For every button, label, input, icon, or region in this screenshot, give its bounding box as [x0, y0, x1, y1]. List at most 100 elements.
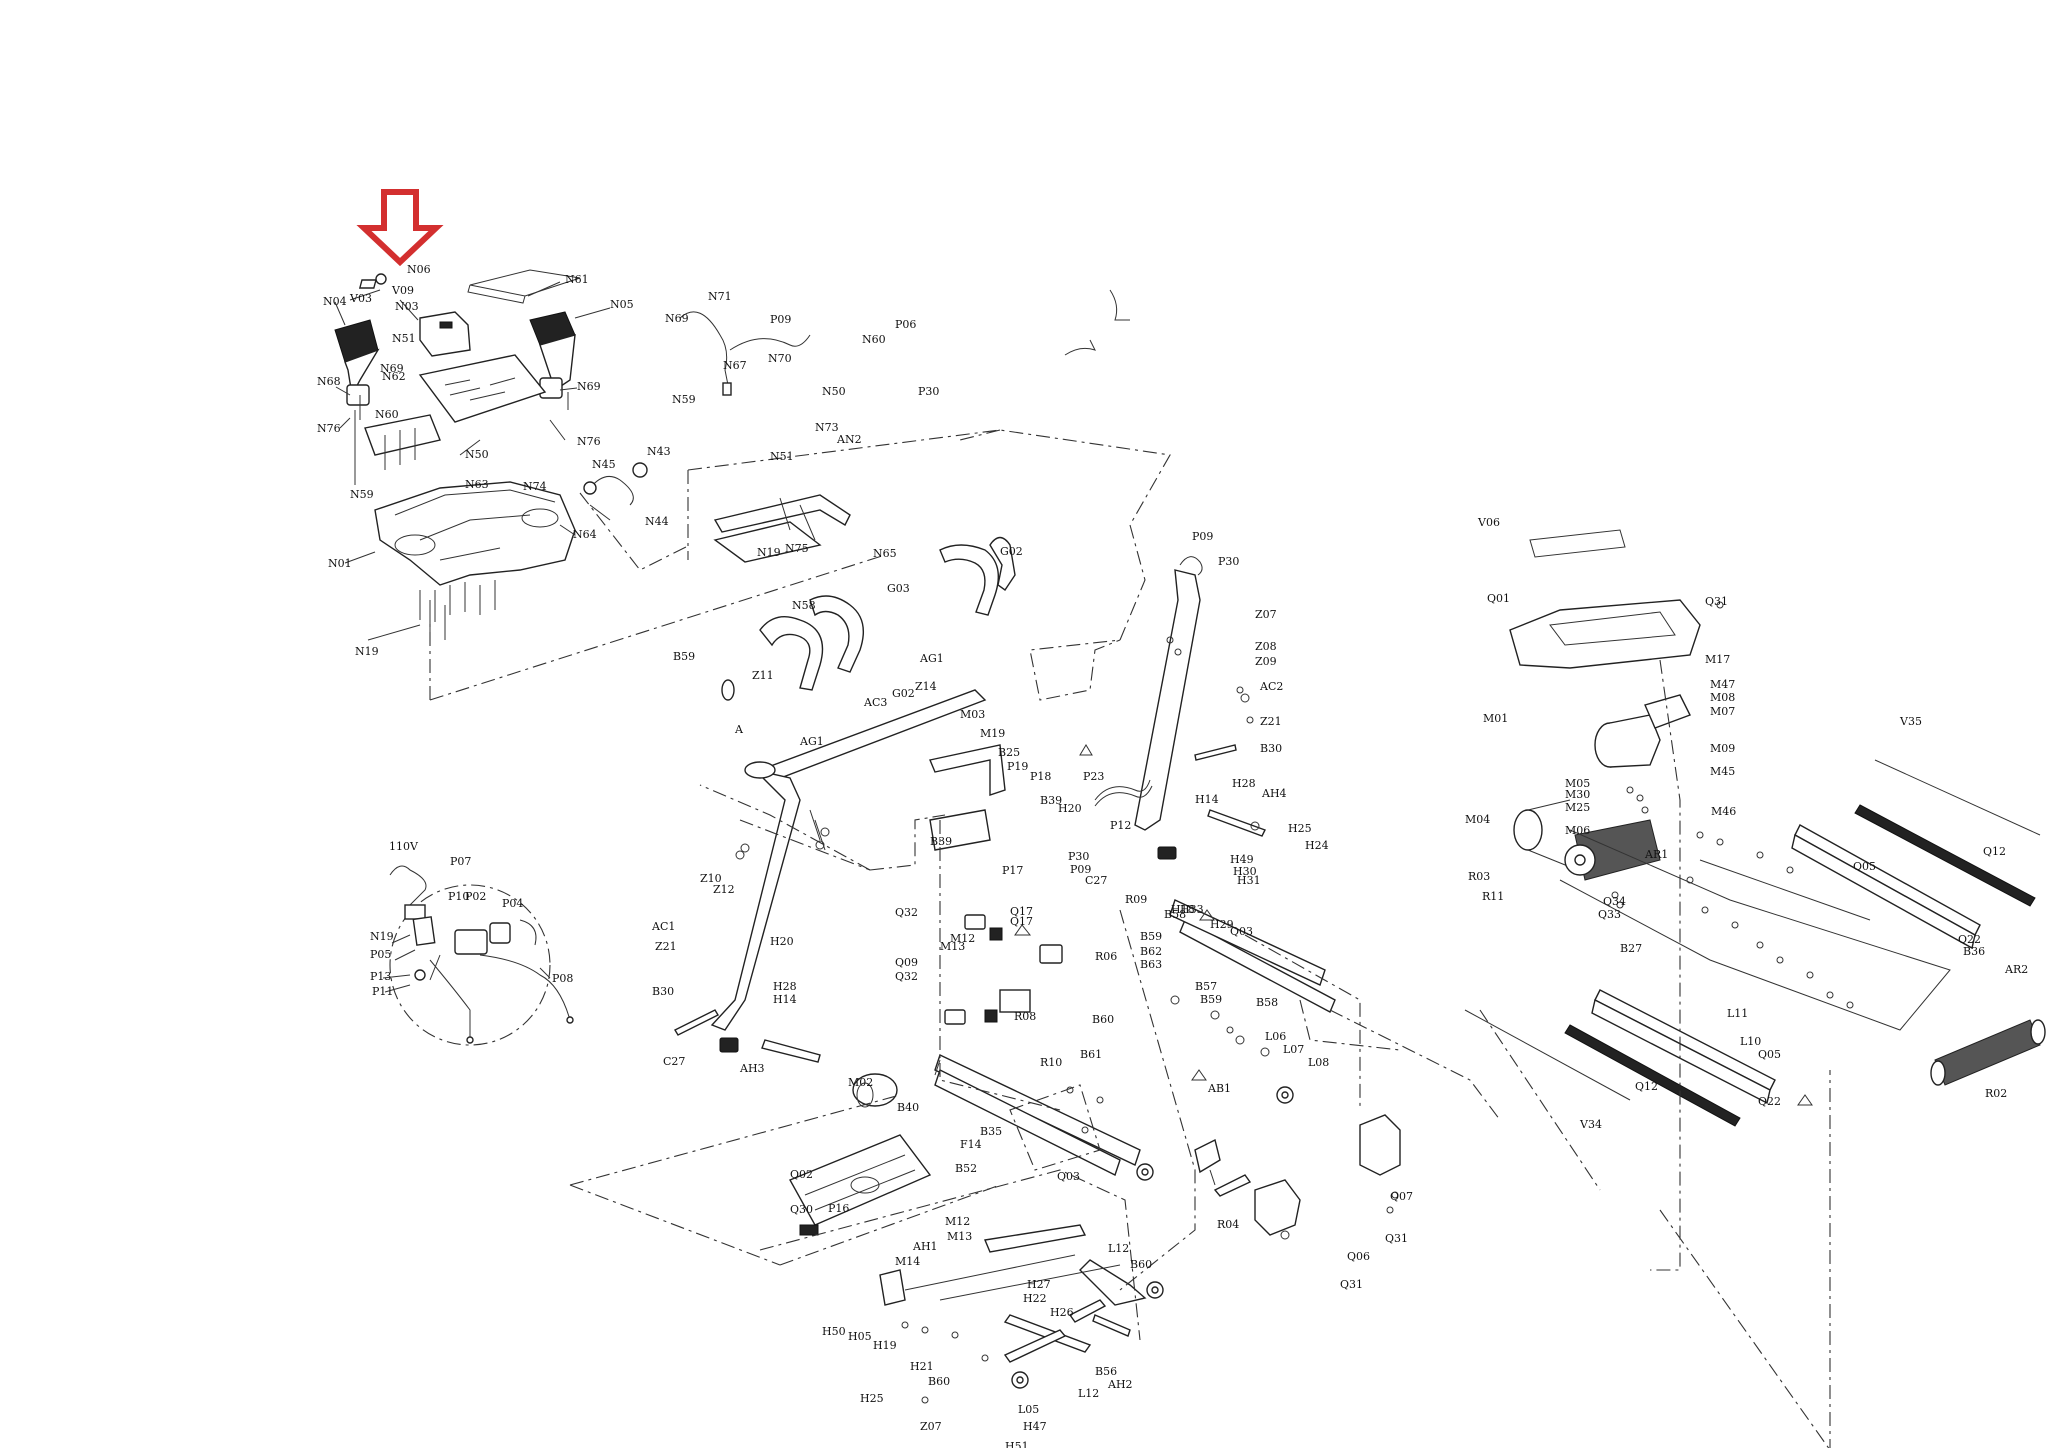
- part-label: B60: [928, 1375, 950, 1388]
- part-label: B60: [1130, 1258, 1152, 1271]
- part-label: H49: [1230, 853, 1254, 866]
- part-label: N04: [323, 295, 347, 308]
- part-label: V09: [391, 284, 414, 297]
- part-label: H25: [860, 1392, 884, 1405]
- part-label: Q22: [1758, 1095, 1781, 1108]
- part-label: H19: [873, 1339, 897, 1352]
- part-label: AC2: [1259, 680, 1283, 693]
- part-label: N74: [523, 480, 547, 493]
- part-label: M46: [1711, 805, 1736, 818]
- part-label: H21: [910, 1360, 934, 1373]
- part-label: B59: [1140, 930, 1162, 943]
- part-label: G02: [892, 687, 915, 700]
- part-label: P23: [1083, 770, 1104, 783]
- part-label: AR1: [1644, 848, 1668, 861]
- part-label: N43: [647, 445, 671, 458]
- part-label: AH2: [1107, 1378, 1133, 1391]
- part-label: Q22: [1958, 933, 1981, 946]
- part-label: N51: [770, 450, 794, 463]
- part-label: B57: [1195, 980, 1217, 993]
- part-label: H28: [773, 980, 797, 993]
- part-label: N60: [375, 408, 399, 421]
- part-label: P30: [1068, 850, 1089, 863]
- part-label: AH3: [739, 1062, 765, 1075]
- part-label: M03: [960, 708, 985, 721]
- motor-deck-assembly: [1329, 529, 2046, 1451]
- part-label: N68: [317, 375, 341, 388]
- part-label: Q01: [1487, 592, 1510, 605]
- part-label: R02: [1985, 1087, 2007, 1100]
- part-label: M14: [895, 1255, 920, 1268]
- part-label: R04: [1217, 1218, 1239, 1231]
- part-label: N44: [645, 515, 669, 528]
- part-label: Z07: [1255, 608, 1277, 621]
- part-label: N73: [815, 421, 839, 434]
- part-label: B56: [1095, 1365, 1117, 1378]
- part-label: H24: [1305, 839, 1329, 852]
- part-label: AN2: [836, 433, 862, 446]
- part-label: L05: [1018, 1403, 1039, 1416]
- part-label: M19: [980, 727, 1005, 740]
- part-label: Z14: [915, 680, 937, 693]
- part-label: P09: [1192, 530, 1213, 543]
- part-label: G02: [1000, 545, 1023, 558]
- part-label: P30: [918, 385, 939, 398]
- part-label: C27: [1085, 874, 1107, 887]
- part-label: P19: [1007, 760, 1028, 773]
- part-label: AB1: [1207, 1082, 1231, 1095]
- part-label: Q34: [1603, 895, 1626, 908]
- part-label: G03: [887, 582, 910, 595]
- part-label: P06: [895, 318, 916, 331]
- part-label: P08: [552, 972, 573, 985]
- part-label: P09: [770, 313, 791, 326]
- part-label: H31: [1237, 874, 1261, 887]
- part-label: AR2: [2004, 963, 2028, 976]
- part-label: Z12: [713, 883, 735, 896]
- part-label: P18: [1030, 770, 1051, 783]
- part-label: B39: [930, 835, 952, 848]
- part-label: M47: [1710, 678, 1735, 691]
- part-label: L11: [1727, 1007, 1748, 1020]
- part-label: M12: [945, 1215, 970, 1228]
- part-label: Q03: [1057, 1170, 1080, 1183]
- part-label: N01: [328, 557, 352, 570]
- part-label: N64: [573, 528, 597, 541]
- part-label: P04: [502, 897, 523, 910]
- part-label: N71: [708, 290, 732, 303]
- part-label: Z21: [655, 940, 677, 953]
- part-label: H14: [1195, 793, 1219, 806]
- part-label: Q12: [1635, 1080, 1658, 1093]
- part-label: M25: [1565, 801, 1590, 814]
- part-label: N50: [465, 448, 489, 461]
- part-label: V34: [1579, 1118, 1602, 1131]
- part-label: Q31: [1340, 1278, 1363, 1291]
- part-label: AC1: [651, 920, 675, 933]
- part-label: H20: [1058, 802, 1082, 815]
- part-label: B59: [673, 650, 695, 663]
- part-label: M13: [940, 940, 965, 953]
- part-label: B59: [1200, 993, 1222, 1006]
- part-label: N69: [665, 312, 689, 325]
- part-label: H18: [1171, 903, 1195, 916]
- part-label: V35: [1899, 715, 1922, 728]
- part-label: L10: [1740, 1035, 1761, 1048]
- part-label: L12: [1108, 1242, 1129, 1255]
- part-label: N05: [610, 298, 634, 311]
- part-label: L12: [1078, 1387, 1099, 1400]
- part-label: AH4: [1261, 787, 1287, 800]
- part-label: N61: [565, 273, 589, 286]
- part-label: M07: [1710, 705, 1735, 718]
- part-label: L08: [1308, 1056, 1329, 1069]
- part-label: N70: [768, 352, 792, 365]
- part-label: N75: [785, 542, 809, 555]
- part-label: Q32: [895, 906, 918, 919]
- part-label: Q30: [790, 1203, 813, 1216]
- part-label: N76: [317, 422, 341, 435]
- part-label: B52: [955, 1162, 977, 1175]
- part-label: B58: [1164, 908, 1186, 921]
- part-label: B36: [1963, 945, 1985, 958]
- part-label: M45: [1710, 765, 1735, 778]
- part-label: H25: [1288, 822, 1312, 835]
- part-label: 110V: [389, 840, 419, 853]
- part-label: N76: [577, 435, 601, 448]
